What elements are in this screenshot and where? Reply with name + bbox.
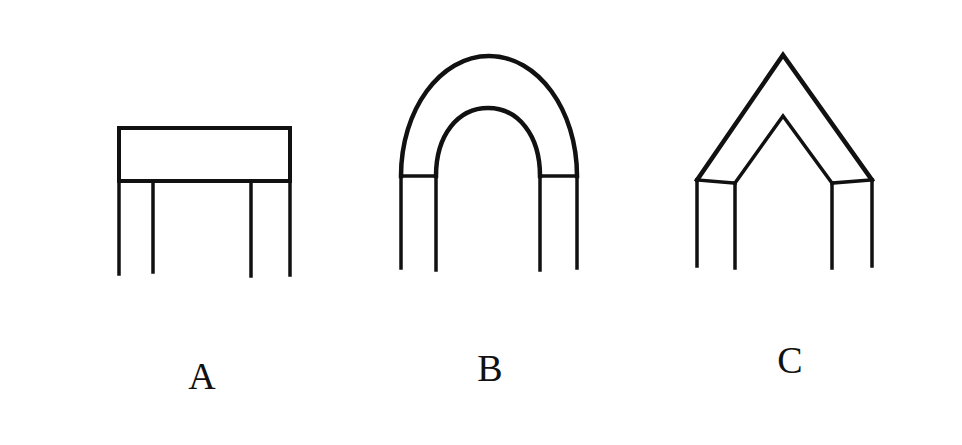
round-arch-figure bbox=[401, 56, 577, 270]
pointed-arch-figure bbox=[697, 55, 872, 268]
figure-label: B bbox=[477, 349, 502, 387]
figure-label: C bbox=[777, 341, 802, 379]
figure-label: A bbox=[188, 357, 215, 395]
lintel-figure bbox=[119, 128, 290, 276]
